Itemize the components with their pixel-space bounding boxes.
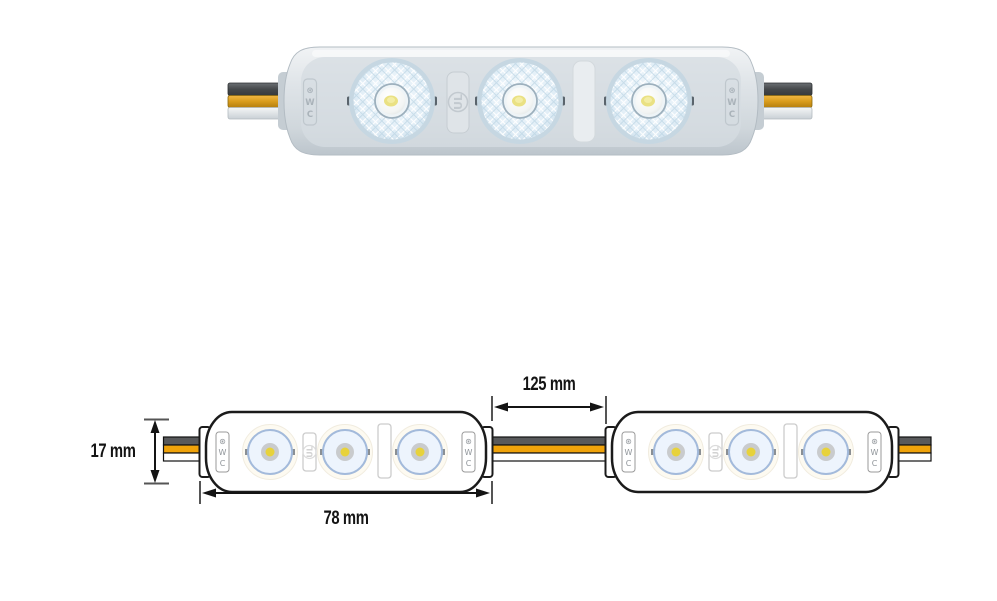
diagram-module-2: ⊛ W C ⊛ W C UL <box>604 410 900 494</box>
diagram-wire-right-amber <box>895 444 932 454</box>
dim78-arrow-left <box>202 488 216 498</box>
module1-led-1 <box>242 424 298 480</box>
photo-terminal-frame-right <box>724 78 740 126</box>
module2-ul-circle <box>708 444 723 460</box>
dim78-label: 78 mm <box>323 506 368 529</box>
photo-terminal-label-right: ⊛ W C <box>724 78 740 126</box>
module1-led-2-dot <box>340 447 350 457</box>
module1-terminal-right-cool: C <box>466 459 472 468</box>
photo-lens-1-chip-core <box>387 97 395 103</box>
dim17-arrow-down <box>150 470 160 483</box>
diagram-module-1: ⊛ W C ⊛ W C UL <box>198 410 494 494</box>
photo-terminal-cool-right: C <box>729 110 735 120</box>
diagram-wire-left <box>162 436 203 462</box>
photo-blank-plaque <box>572 60 596 143</box>
module1-terminal-left-frame <box>215 431 230 473</box>
module1-terminal-right-frame <box>461 431 476 473</box>
photo-lens-3 <box>604 58 694 144</box>
photo-lens-2 <box>475 58 565 144</box>
module2-led-1 <box>648 424 704 480</box>
photo-ul-mark: UL <box>452 94 465 110</box>
diagram-wire-right-dark <box>895 436 932 446</box>
photo-lens-1 <box>347 58 437 144</box>
module1-terminal-left-polarity: ⊛ <box>219 437 226 446</box>
module1-ul-circle <box>302 444 317 460</box>
diagram-wire-left-amber <box>162 444 203 454</box>
module1-led-3-dot <box>415 447 425 457</box>
module1-ul-mark: UL <box>306 446 315 458</box>
diagram-wire-left-dark <box>162 436 203 446</box>
photo-terminal-polarity-right: ⊛ <box>728 86 735 96</box>
dim78-arrow-right <box>476 488 490 498</box>
module2-terminal-left-polarity: ⊛ <box>625 437 632 446</box>
photo-ul-plaque: UL <box>446 71 470 134</box>
module2-terminal-right-polarity: ⊛ <box>871 437 878 446</box>
dim125-label: 125 mm <box>523 372 576 395</box>
module1-ul-plaque: UL <box>302 432 317 472</box>
dim17-label: 17 mm <box>90 439 135 462</box>
module2-terminal-left-warm: W <box>625 448 633 457</box>
photo-terminal-warm-right: W <box>727 98 737 108</box>
diagram-wire-left-white <box>162 452 203 462</box>
diagram-wire-middle-amber <box>489 444 609 454</box>
module1-terminal-right-warm: W <box>465 448 473 457</box>
module2-ul-plaque: UL <box>708 432 723 472</box>
diagram-wire-middle <box>489 436 609 462</box>
product-photo: ⊛ W C ⊛ W C UL <box>227 46 813 156</box>
module2-blank-plaque <box>783 423 798 479</box>
module2-led-3 <box>798 424 854 480</box>
module2-led-3-dot <box>821 447 831 457</box>
module2-ul-mark: UL <box>712 446 721 458</box>
dimension-length-78mm: 78 mm <box>199 481 493 529</box>
module1-terminal-left: ⊛ W C <box>215 431 230 473</box>
photo-lens-2-chip-core <box>515 97 523 103</box>
diagram-wire-right <box>895 436 932 462</box>
module2-terminal-left-frame <box>621 431 636 473</box>
module1-terminal-right-polarity: ⊛ <box>465 437 472 446</box>
dim125-arrow-right <box>590 402 604 412</box>
module1-terminal-right: ⊛ W C <box>461 431 476 473</box>
photo-terminal-label-left: ⊛ W C <box>302 78 318 126</box>
module1-terminal-left-warm: W <box>219 448 227 457</box>
module1-terminal-left-cool: C <box>220 459 226 468</box>
photo-top-highlight <box>312 50 730 57</box>
module1-led-1-dot <box>265 447 275 457</box>
dim17-arrow-up <box>150 420 160 433</box>
module2-terminal-right-cool: C <box>872 459 878 468</box>
module2-led-1-dot <box>671 447 681 457</box>
module2-terminal-right-warm: W <box>871 448 879 457</box>
photo-terminal-cool-left: C <box>307 110 313 120</box>
dimension-diagram: ⊛ W C ⊛ W C UL <box>90 372 932 529</box>
photo-terminal-warm-left: W <box>305 98 315 108</box>
photo-ul-plaque-frame <box>446 71 470 134</box>
dimension-spacing-125mm: 125 mm <box>491 372 607 424</box>
module1-led-2 <box>317 424 373 480</box>
diagram-wire-middle-dark <box>489 436 609 446</box>
dim125-arrow-left <box>494 402 508 412</box>
module2-terminal-right: ⊛ W C <box>867 431 882 473</box>
module1-blank-plaque <box>377 423 392 479</box>
module2-terminal-left: ⊛ W C <box>621 431 636 473</box>
photo-ul-circle <box>447 91 469 113</box>
module2-led-2 <box>723 424 779 480</box>
module2-led-2-dot <box>746 447 756 457</box>
photo-terminal-polarity-left: ⊛ <box>306 86 313 96</box>
module1-led-3 <box>392 424 448 480</box>
module2-terminal-right-frame <box>867 431 882 473</box>
photo-lens-3-chip-core <box>644 97 652 103</box>
photo-terminal-frame-left <box>302 78 318 126</box>
dimension-height-17mm: 17 mm <box>90 418 169 485</box>
module2-terminal-left-cool: C <box>626 459 632 468</box>
diagram-wire-right-white <box>895 452 932 462</box>
diagram-wire-middle-white <box>489 452 609 462</box>
